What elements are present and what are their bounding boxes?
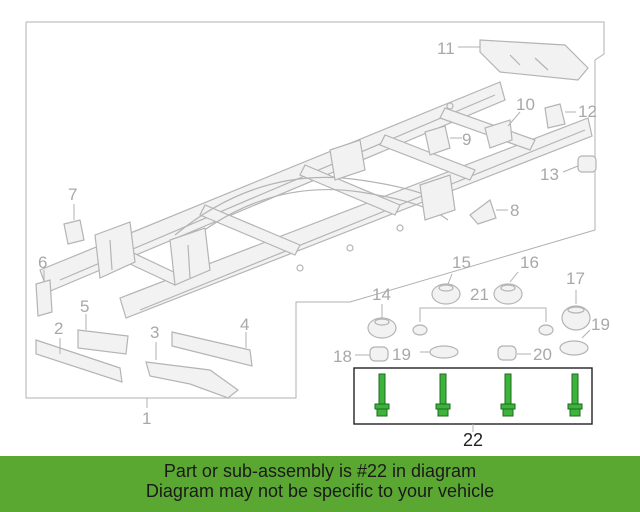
part-8-bracket: [469, 199, 497, 225]
info-banner: Part or sub-assembly is #22 in diagram D…: [0, 456, 640, 512]
callout-16: 16: [520, 253, 539, 272]
part-11-bracket: [479, 39, 589, 81]
part-4-crossmember: [171, 331, 253, 367]
callout-6: 6: [38, 253, 47, 272]
callout-15: 15: [452, 253, 471, 272]
callout-22: 22: [463, 430, 483, 450]
callout-18: 18: [333, 347, 352, 366]
callout-3: 3: [150, 323, 159, 342]
part-6-bracket: [35, 279, 53, 317]
callout-14: 14: [372, 285, 391, 304]
callout-7: 7: [68, 185, 77, 204]
frame-assembly: [39, 81, 593, 319]
callout-21: 21: [470, 285, 489, 304]
bolt-2: [435, 373, 451, 417]
callout-19a: 19: [392, 345, 411, 364]
part-13-bushing: [577, 155, 597, 173]
callout-10: 10: [516, 95, 535, 114]
banner-line-1: Part or sub-assembly is #22 in diagram: [163, 461, 477, 481]
callout-2: 2: [54, 319, 63, 338]
callout-9: 9: [462, 130, 471, 149]
callout-20: 20: [533, 345, 552, 364]
part-5-plate: [77, 329, 129, 355]
part-9-bracket: [424, 125, 451, 156]
frame-group-outline: [25, 21, 605, 399]
banner-line-2: Diagram may not be specific to your vehi…: [145, 481, 495, 501]
bolt-4: [567, 373, 583, 417]
parts-diagram: 11 10 9 12 13 8 7 6 5 2 3 4 1 14 15: [25, 21, 610, 450]
part-22-bolts[interactable]: 22: [353, 367, 593, 450]
callout-19b: 19: [591, 315, 610, 334]
bolt-3: [500, 373, 516, 417]
callout-8: 8: [510, 201, 519, 220]
callout-12: 12: [578, 102, 597, 121]
callout-4: 4: [240, 315, 249, 334]
body-mount-group: 14 15 16 17 21 18 19 20 19: [333, 253, 610, 366]
part-7-mount: [63, 219, 85, 245]
callout-17: 17: [566, 269, 585, 288]
callout-11: 11: [437, 39, 455, 58]
part-2-rail: [35, 339, 123, 383]
callout-1: 1: [142, 409, 151, 428]
callout-5: 5: [80, 297, 89, 316]
part-22-box: [353, 367, 593, 425]
part-10-bracket: [484, 119, 513, 149]
bolt-1: [374, 373, 390, 417]
callout-13: 13: [540, 165, 559, 184]
part-3-crossmember: [145, 361, 239, 399]
part-12-mount: [544, 103, 566, 129]
